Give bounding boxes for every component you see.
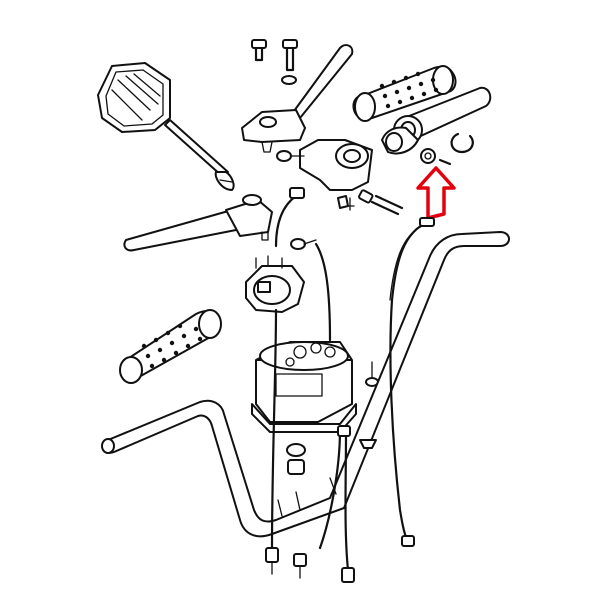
throttle-sleeve xyxy=(381,86,492,155)
damper-rubber xyxy=(337,195,349,209)
speedometer-cable xyxy=(293,242,377,583)
clutch-lever xyxy=(123,194,273,252)
left-grip-texture xyxy=(141,323,203,369)
right-grip xyxy=(352,65,457,122)
snap-ring xyxy=(450,132,474,154)
callout-arrow-icon xyxy=(416,166,456,220)
switch-housing xyxy=(245,238,317,313)
right-grip-texture xyxy=(379,71,439,109)
handlebar xyxy=(101,231,510,538)
mirror xyxy=(97,62,235,191)
left-grip xyxy=(119,309,222,384)
lever-bolts xyxy=(251,39,298,85)
pivot-bolt xyxy=(345,189,404,216)
throttle-cable xyxy=(389,217,435,547)
brake-lever xyxy=(241,44,354,153)
throttle-housing xyxy=(276,139,373,191)
speedometer xyxy=(251,341,379,475)
small-screw xyxy=(420,148,452,166)
clutch-cable xyxy=(265,187,305,575)
